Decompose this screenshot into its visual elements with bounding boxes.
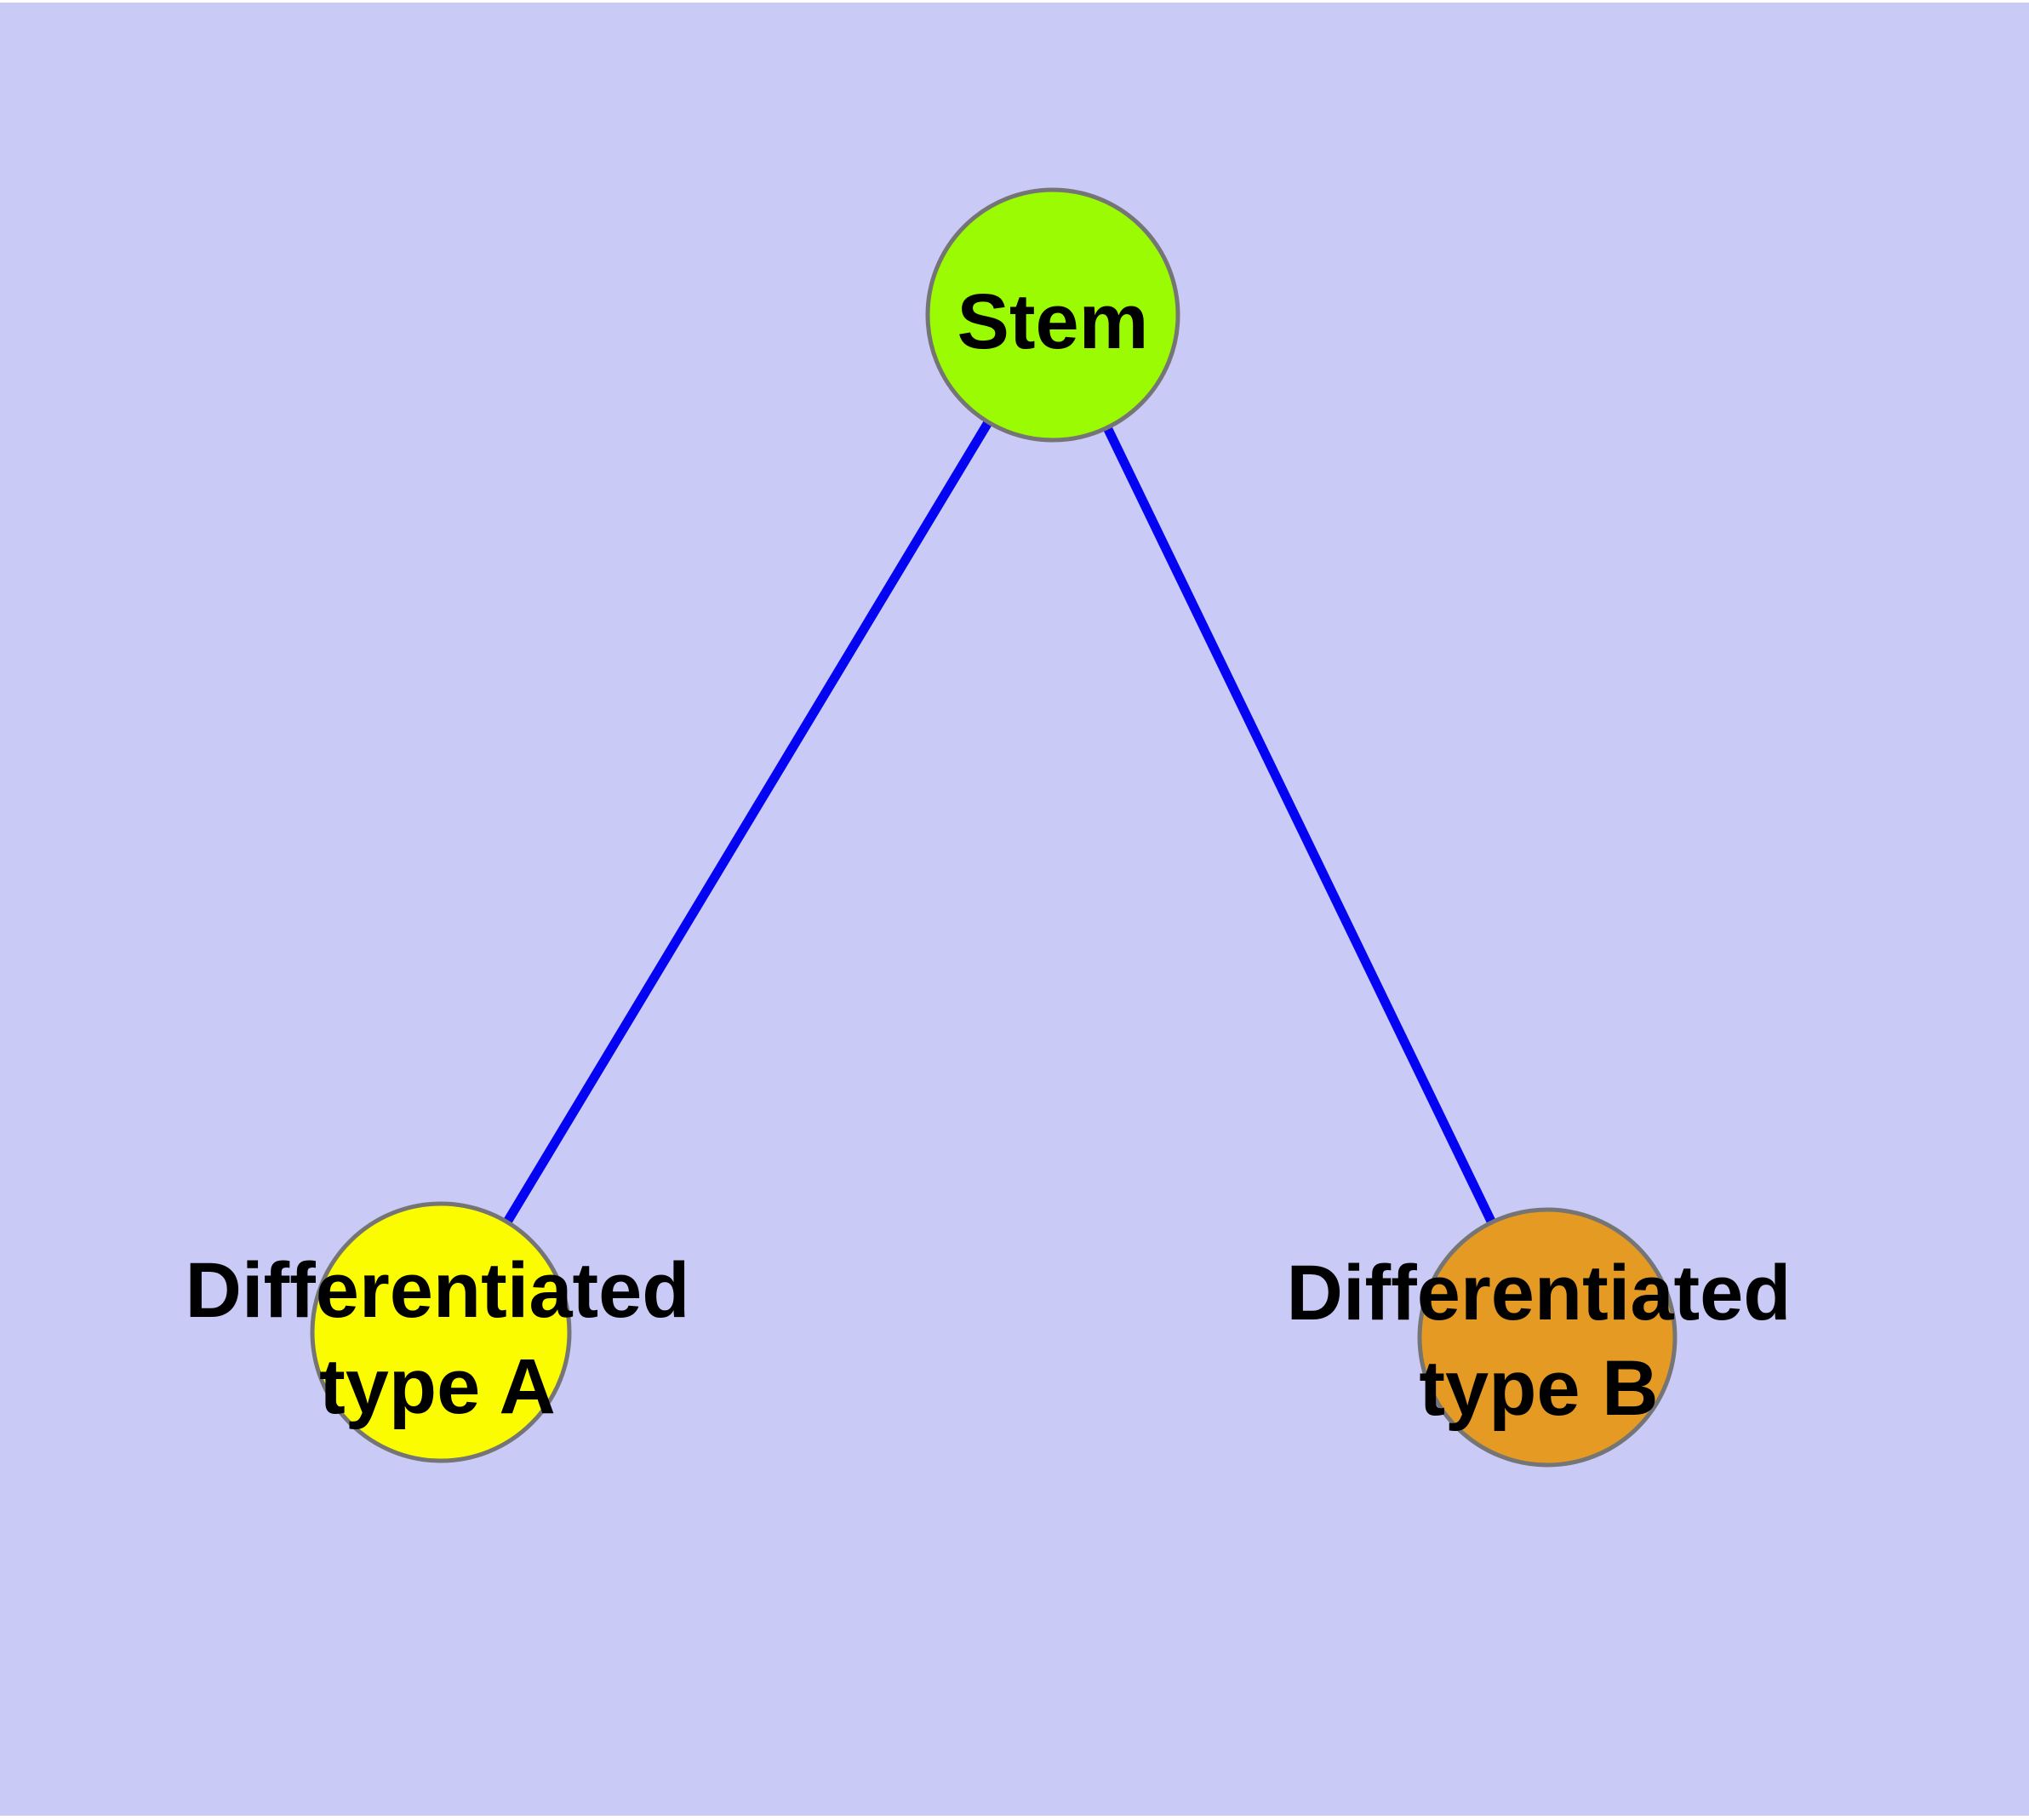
node-type-b-label-line2: type B xyxy=(1419,1345,1658,1432)
edge-stem-to-type-a xyxy=(437,312,1057,1335)
node-type-a-label-line1: Differentiated xyxy=(186,1247,690,1334)
node-differentiated-type-a xyxy=(310,1201,572,1463)
node-differentiated-type-b xyxy=(1417,1207,1677,1468)
edge-stem-to-type-b xyxy=(1049,312,1552,1340)
node-stem xyxy=(925,187,1180,443)
node-type-a-label-line2: type A xyxy=(319,1343,556,1430)
node-stem-label: Stem xyxy=(957,278,1149,365)
node-type-b-label-line1: Differentiated xyxy=(1287,1250,1792,1336)
